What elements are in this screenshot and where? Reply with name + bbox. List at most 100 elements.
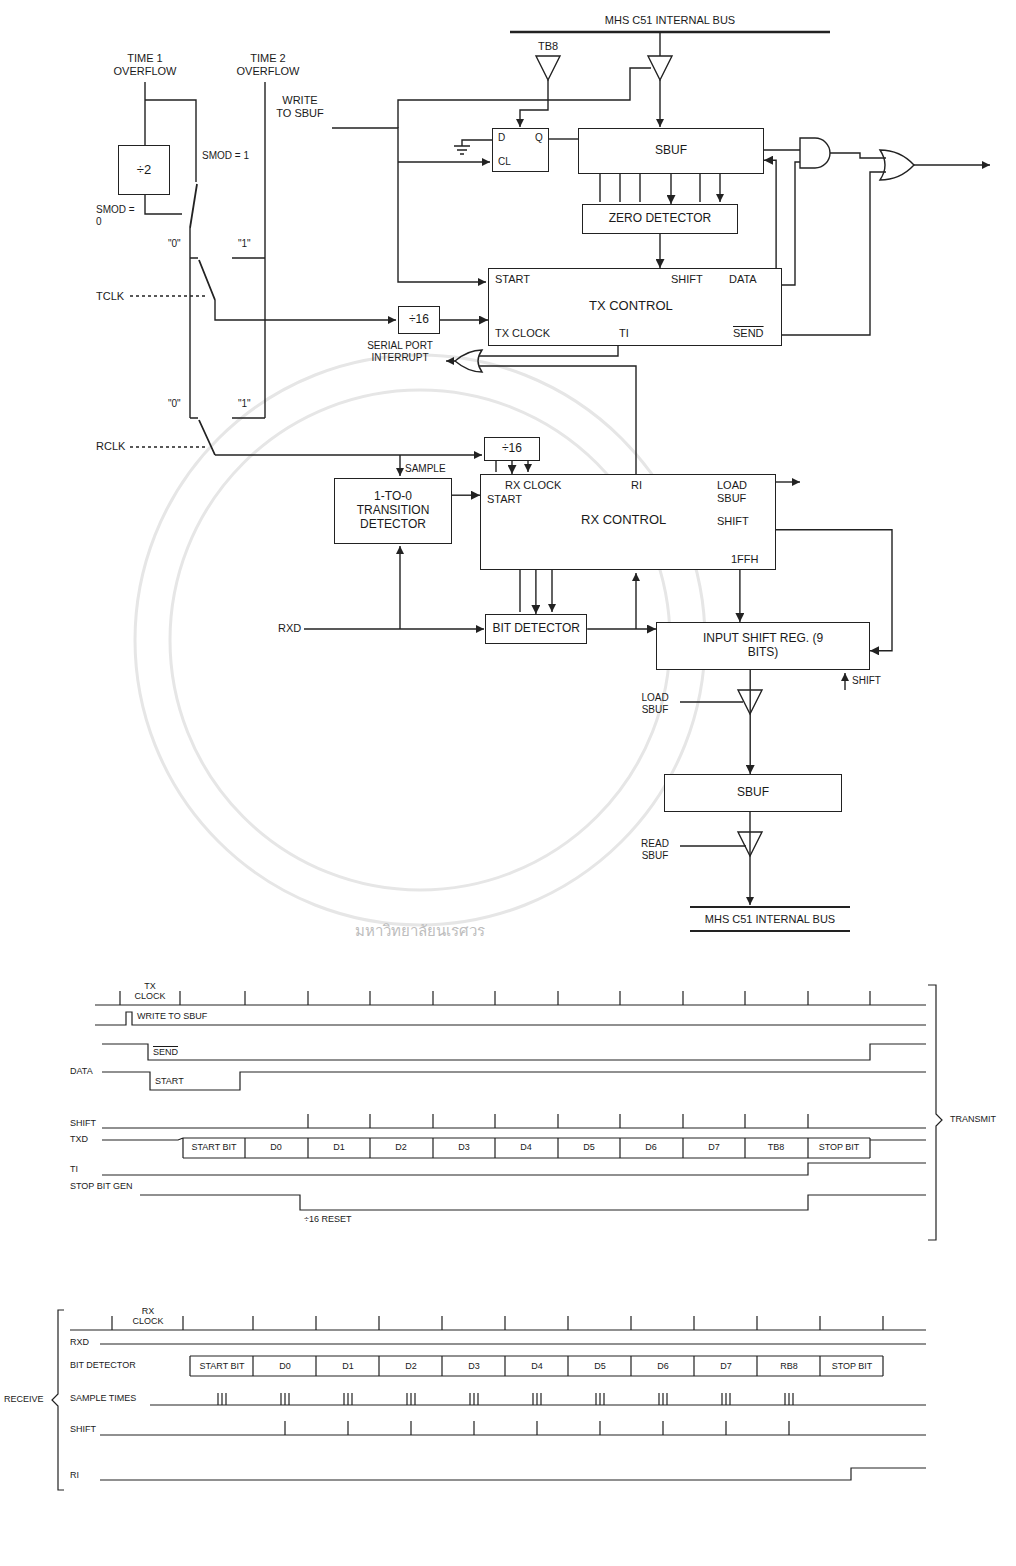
- signal-connector: [511, 461, 512, 474]
- timer-wire: [190, 228, 198, 418]
- node-label: ÷16: [409, 313, 429, 327]
- timing-label: ÷16 RESET: [304, 1214, 351, 1224]
- node-label: ÷16: [502, 442, 522, 456]
- divider-box: ÷16: [484, 437, 540, 461]
- node-label: DATA: [729, 273, 757, 286]
- detector-box: ZERO DETECTOR: [582, 204, 738, 234]
- timing-label: D3: [458, 1142, 470, 1152]
- node-label: TX CONTROL: [589, 299, 673, 314]
- detector-box: BIT DETECTOR: [485, 614, 587, 644]
- signal-connector: [750, 670, 751, 774]
- send-wave: [102, 1044, 926, 1060]
- signal-name: SMOD = 1: [202, 150, 249, 162]
- detector-box: 1-TO-0 TRANSITION DETECTOR: [334, 478, 452, 544]
- send-wire: [782, 172, 886, 335]
- signal-connector: [739, 570, 740, 622]
- bus-wire: [659, 80, 660, 127]
- seal-ring: [135, 355, 705, 925]
- data-wave: [102, 1072, 926, 1090]
- divider-box: ÷16: [398, 306, 440, 334]
- node-label: RX CLOCK: [505, 479, 561, 492]
- timing-label: TRANSMIT: [950, 1114, 996, 1124]
- node-label: SHIFT: [671, 273, 703, 286]
- control-dashes: [130, 296, 208, 447]
- node-label: ÷2: [137, 163, 151, 178]
- signal-name: "0": [168, 238, 181, 250]
- bit-detector-wave: [190, 1356, 883, 1376]
- timing-label: START BIT: [191, 1142, 236, 1152]
- node-label: BIT DETECTOR: [492, 622, 580, 636]
- signal-name: READ SBUF: [633, 838, 677, 861]
- block-wiring: [130, 32, 990, 931]
- load-wire: [776, 481, 800, 482]
- timing-label: D2: [395, 1142, 407, 1152]
- signal-name: TCLK: [96, 290, 124, 303]
- timing-label: STOP BIT GEN: [70, 1181, 133, 1191]
- node-label: SEND: [733, 327, 764, 340]
- switch-arm: [190, 184, 197, 228]
- timing-label: D0: [270, 1142, 282, 1152]
- buffer-symbol: [648, 56, 672, 80]
- node-label: TI: [619, 327, 629, 340]
- data-wire: [782, 162, 800, 285]
- bus-label: MHS C51 INTERNAL BUS: [605, 14, 735, 27]
- signal-name: LOAD SBUF: [633, 692, 677, 715]
- buffer-symbol: [536, 56, 560, 80]
- timing-label: SHIFT: [70, 1424, 96, 1434]
- bit-wires: [600, 174, 720, 202]
- seal-ring: [170, 390, 670, 890]
- write-wave: [95, 1012, 926, 1025]
- node-label: RI: [631, 479, 642, 492]
- signal-name: TB8: [538, 40, 558, 53]
- timing-label: D6: [645, 1142, 657, 1152]
- node-label: 1FFH: [731, 553, 759, 566]
- timing-label: SAMPLE TIMES: [70, 1393, 136, 1403]
- and-gate: [800, 138, 830, 168]
- node-label: INPUT SHIFT REG. (9 BITS): [693, 632, 833, 660]
- signal-name: SHIFT: [852, 675, 881, 687]
- signal-connector: [670, 174, 671, 204]
- tb8-wire: [520, 80, 548, 127]
- timing-label: D4: [520, 1142, 532, 1152]
- node-label: START: [495, 273, 530, 286]
- node-label: 1-TO-0 TRANSITION DETECTOR: [343, 490, 443, 531]
- node-label: TX CLOCK: [495, 327, 550, 340]
- signal-connector: [659, 234, 660, 268]
- signal-name: SAMPLE: [405, 463, 446, 475]
- node-label: Q: [535, 132, 543, 144]
- node-label: SBUF: [655, 144, 687, 158]
- flip-flop: DQCL: [492, 128, 549, 172]
- signal-name: RXD: [278, 622, 301, 635]
- load-wire: [680, 701, 743, 702]
- timing-label: START BIT: [199, 1361, 244, 1371]
- timing-label: D6: [657, 1361, 669, 1371]
- clock-wire: [215, 300, 396, 320]
- gate-wire: [830, 153, 886, 158]
- timing-label: SEND: [153, 1047, 178, 1057]
- tx-clock-wave: [95, 991, 926, 1005]
- sample-wave: [150, 1393, 926, 1405]
- node-label: D: [498, 132, 505, 144]
- signal-connector: [549, 138, 578, 139]
- interrupt-wire: [446, 360, 455, 361]
- or-gate: [880, 150, 914, 180]
- timing-label: D1: [342, 1361, 354, 1371]
- shift-wave: [100, 1421, 926, 1435]
- timing-label: D7: [720, 1361, 732, 1371]
- signal-connector: [452, 495, 480, 496]
- timing-label: RX CLOCK: [128, 1306, 168, 1327]
- signal-connector: [440, 319, 488, 320]
- timing-label: RECEIVE: [4, 1394, 44, 1404]
- bus-label: MHS C51 INTERNAL BUS: [705, 913, 835, 926]
- signal-name: "1": [238, 398, 251, 410]
- timing-label: RB8: [780, 1361, 798, 1371]
- or-gate: [455, 350, 482, 372]
- timing-label: SHIFT: [70, 1118, 96, 1128]
- node-label: START: [487, 493, 522, 506]
- clock-wire: [398, 161, 490, 162]
- timing-label: STOP BIT: [819, 1142, 860, 1152]
- bus-wire: [659, 32, 660, 56]
- signal-name: TIME 1 OVERFLOW: [105, 52, 185, 77]
- timing-label: D5: [594, 1361, 606, 1371]
